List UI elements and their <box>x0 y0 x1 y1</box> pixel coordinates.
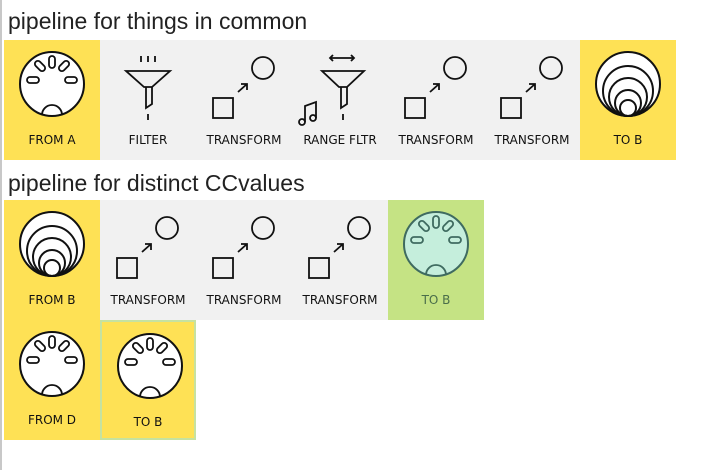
pipeline-row: FROM D TO B <box>4 320 196 440</box>
pipeline-title: pipeline for distinct CCvalues <box>8 170 305 196</box>
pipeline-node-transform[interactable]: TRANSFORM <box>100 200 196 320</box>
midi-din-icon <box>403 211 469 277</box>
pipeline-node-range-fltr[interactable]: RANGE FLTR <box>292 40 388 160</box>
midi-din-icon <box>19 331 85 397</box>
node-label: TRANSFORM <box>110 293 186 307</box>
pipeline-node-to-b[interactable]: TO B <box>100 320 196 440</box>
node-label: TRANSFORM <box>398 133 474 147</box>
node-label: TRANSFORM <box>494 133 570 147</box>
node-label: TRANSFORM <box>206 133 282 147</box>
transform-icon <box>500 56 563 119</box>
node-label: TO B <box>421 293 451 307</box>
transform-icon <box>404 56 467 119</box>
speaker-jack-icon <box>19 211 85 277</box>
node-label: TRANSFORM <box>302 293 378 307</box>
pipeline-row: FROM A FILTER TRANSFORM RANGE FLTR TRANS… <box>4 40 676 160</box>
node-label: FROM D <box>27 413 77 427</box>
pipeline-node-transform[interactable]: TRANSFORM <box>292 200 388 320</box>
pipeline-node-from-a[interactable]: FROM A <box>4 40 100 160</box>
pipeline-node-transform[interactable]: TRANSFORM <box>484 40 580 160</box>
pipeline-node-from-d[interactable]: FROM D <box>4 320 100 440</box>
pipeline-node-transform[interactable]: TRANSFORM <box>196 40 292 160</box>
pipeline-node-to-b[interactable]: TO B <box>388 200 484 320</box>
speaker-jack-icon <box>595 51 661 117</box>
node-label: TO B <box>133 415 163 429</box>
filter-icon <box>123 56 173 120</box>
node-label: FILTER <box>128 133 168 147</box>
transform-icon <box>212 56 275 119</box>
window-edge <box>0 0 2 470</box>
pipeline-row: FROM B TRANSFORM TRANSFORM TRANSFORM TO … <box>4 200 484 320</box>
node-label: RANGE FLTR <box>303 133 377 147</box>
pipeline-node-transform[interactable]: TRANSFORM <box>388 40 484 160</box>
transform-icon <box>308 216 371 279</box>
pipeline-node-from-b[interactable]: FROM B <box>4 200 100 320</box>
pipeline-title: pipeline for things in common <box>8 8 308 34</box>
transform-icon <box>212 216 275 279</box>
midi-din-icon <box>117 333 183 399</box>
node-label: FROM A <box>28 133 76 147</box>
range-filter-icon <box>298 54 367 126</box>
pipeline-node-filter[interactable]: FILTER <box>100 40 196 160</box>
pipeline-node-transform[interactable]: TRANSFORM <box>196 200 292 320</box>
midi-din-icon <box>19 51 85 117</box>
pipeline-node-to-b[interactable]: TO B <box>580 40 676 160</box>
node-label: TRANSFORM <box>206 293 282 307</box>
node-label: FROM B <box>28 293 76 307</box>
node-label: TO B <box>613 133 643 147</box>
transform-icon <box>116 216 179 279</box>
